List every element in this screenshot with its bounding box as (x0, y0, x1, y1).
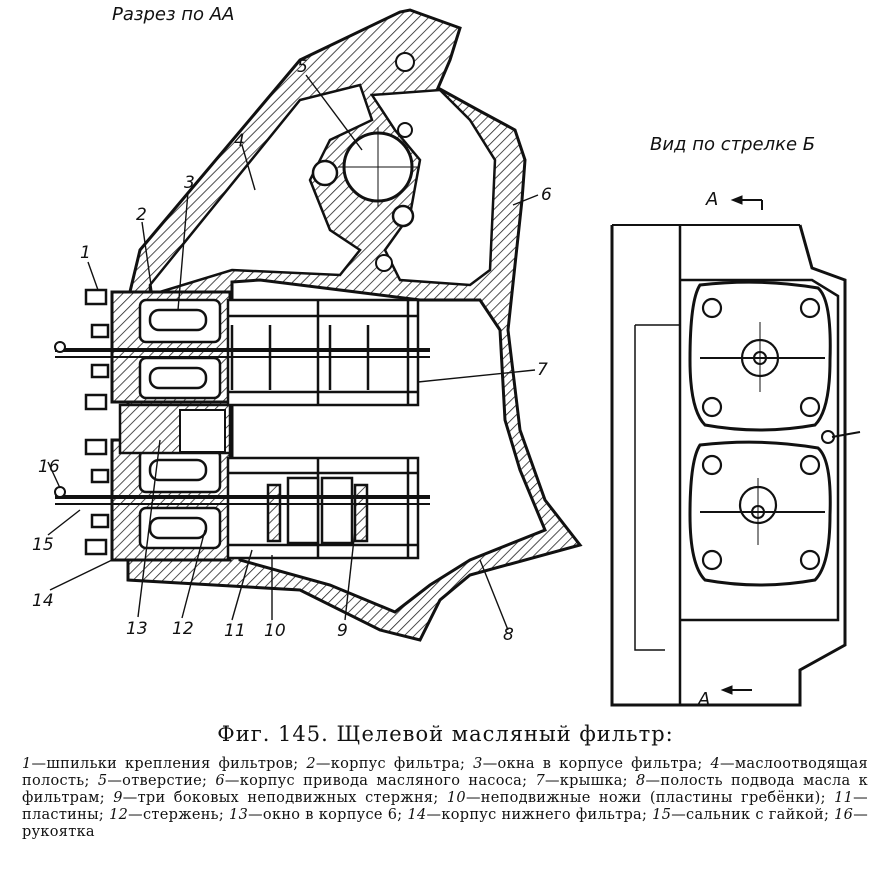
legend-item: 13—окно в корпусе 6; (229, 807, 403, 823)
legend-item-text: три боковых неподвижных стержня; (137, 790, 439, 806)
legend-item-text: стержень; (142, 807, 225, 823)
callout-12: 12 (172, 619, 194, 639)
upper-cover-plate (688, 280, 832, 432)
legend-item: 4—маслоотводящая полость; (22, 756, 868, 789)
legend-item: 6—корпус привода масляного насоса; (215, 773, 528, 789)
legend-item-text: окно в корпусе 6; (262, 807, 403, 823)
legend-item-text: рукоятка (22, 824, 95, 840)
oil-outlet-cavity (148, 83, 374, 297)
legend-item: 2—корпус фильтра; (306, 756, 466, 772)
legend-item: 12—стержень; (109, 807, 225, 823)
callout-5: 5 (297, 57, 308, 77)
callout-9: 9 (337, 621, 348, 641)
legend-item: 5—отверстие; (97, 773, 208, 789)
callout-16: 16 (38, 457, 60, 477)
section-mark-top: А (705, 189, 718, 210)
legend-item: 15—сальник с гайкой; (652, 807, 830, 823)
inner-channel (369, 88, 497, 287)
callout-3: 3 (184, 173, 195, 193)
legend-item: 8—полость подвода масла к фильтрам; (22, 773, 868, 806)
callout-6: 6 (541, 185, 552, 205)
legend-item-number: 4 (710, 756, 720, 772)
callout-14: 14 (32, 591, 54, 611)
legend-item: 11—пластины; (22, 790, 868, 823)
callout-15: 15 (32, 535, 54, 555)
legend-item: 9—три боковых неподвижных стержня; (113, 790, 439, 806)
callout-labels: 1 2 3 4 5 6 7 8 9 10 11 12 13 14 15 16 (32, 57, 552, 645)
legend-item-text: шпильки крепления фильтров; (46, 756, 299, 772)
figure-caption: Фиг. 145. Щелевой масляный фильтр: (217, 722, 674, 746)
legend-item-number: 9 (113, 790, 123, 806)
callout-2: 2 (136, 205, 147, 225)
arrow-view-title: Вид по стрелке Б (650, 134, 815, 155)
legend-item-number: 8 (636, 773, 646, 789)
legend-item: 1—шпильки крепления фильтров; (22, 756, 299, 772)
lower-cover-plate (688, 440, 832, 587)
callout-8: 8 (503, 625, 514, 645)
figure-legend: 1—шпильки крепления фильтров; 2—корпус ф… (22, 756, 868, 841)
arrow-view (610, 195, 861, 707)
legend-item-text: корпус фильтра; (330, 756, 466, 772)
upper-filter-element (226, 298, 420, 407)
legend-item: 16—рукоятка (22, 807, 868, 840)
callout-10: 10 (264, 621, 286, 641)
callout-4: 4 (234, 131, 245, 151)
legend-item-text: корпус привода масляного насоса; (239, 773, 528, 789)
callout-13: 13 (126, 619, 148, 639)
legend-item-number: 10 (446, 790, 466, 806)
legend-item-number: 14 (407, 807, 427, 823)
lower-filter-element (226, 456, 420, 560)
legend-item-number: 1 (22, 756, 32, 772)
legend-item-number: 13 (229, 807, 249, 823)
legend-item-text: крышка; (559, 773, 628, 789)
legend-item-number: 15 (652, 807, 672, 823)
legend-item-text: пластины; (22, 807, 105, 823)
legend-item-text: маслоотводящая полость; (22, 756, 868, 789)
legend-item: 10—неподвижные ножи (пластины гребёнки); (446, 790, 826, 806)
mounting-studs (84, 288, 110, 556)
legend-item-text: корпус нижнего фильтра; (441, 807, 648, 823)
legend-item-text: отверстие; (122, 773, 208, 789)
legend-item-number: 5 (97, 773, 108, 789)
section-mark-bottom: А (697, 689, 710, 710)
technical-drawing: 1 2 3 4 5 6 7 8 9 10 11 12 13 14 15 16 Р… (32, 4, 861, 710)
callout-1: 1 (80, 243, 91, 263)
section-view (47, 8, 583, 642)
legend-item-text: полость подвода масла к фильтрам; (22, 773, 868, 806)
legend-item-text: сальник с гайкой; (686, 807, 830, 823)
callout-7: 7 (537, 360, 548, 380)
section-view-title: Разрез по АА (112, 4, 234, 25)
legend-item: 7—крышка; (535, 773, 628, 789)
legend-item: 3—окна в корпусе фильтра; (473, 756, 703, 772)
legend-item-text: окна в корпусе фильтра; (497, 756, 703, 772)
handle-16 (54, 486, 66, 498)
legend-item-number: 12 (109, 807, 129, 823)
legend-item-number: 7 (535, 773, 545, 789)
callout-11: 11 (224, 621, 246, 641)
legend-item-number: 3 (473, 756, 483, 772)
legend-item-number: 6 (215, 773, 225, 789)
legend-item-text: неподвижные ножи (пластины гребёнки); (480, 790, 826, 806)
legend-item-number: 16 (834, 807, 854, 823)
legend-item-number: 2 (306, 756, 316, 772)
legend-item: 14—корпус нижнего фильтра; (407, 807, 648, 823)
legend-item-number: 11 (834, 790, 854, 806)
